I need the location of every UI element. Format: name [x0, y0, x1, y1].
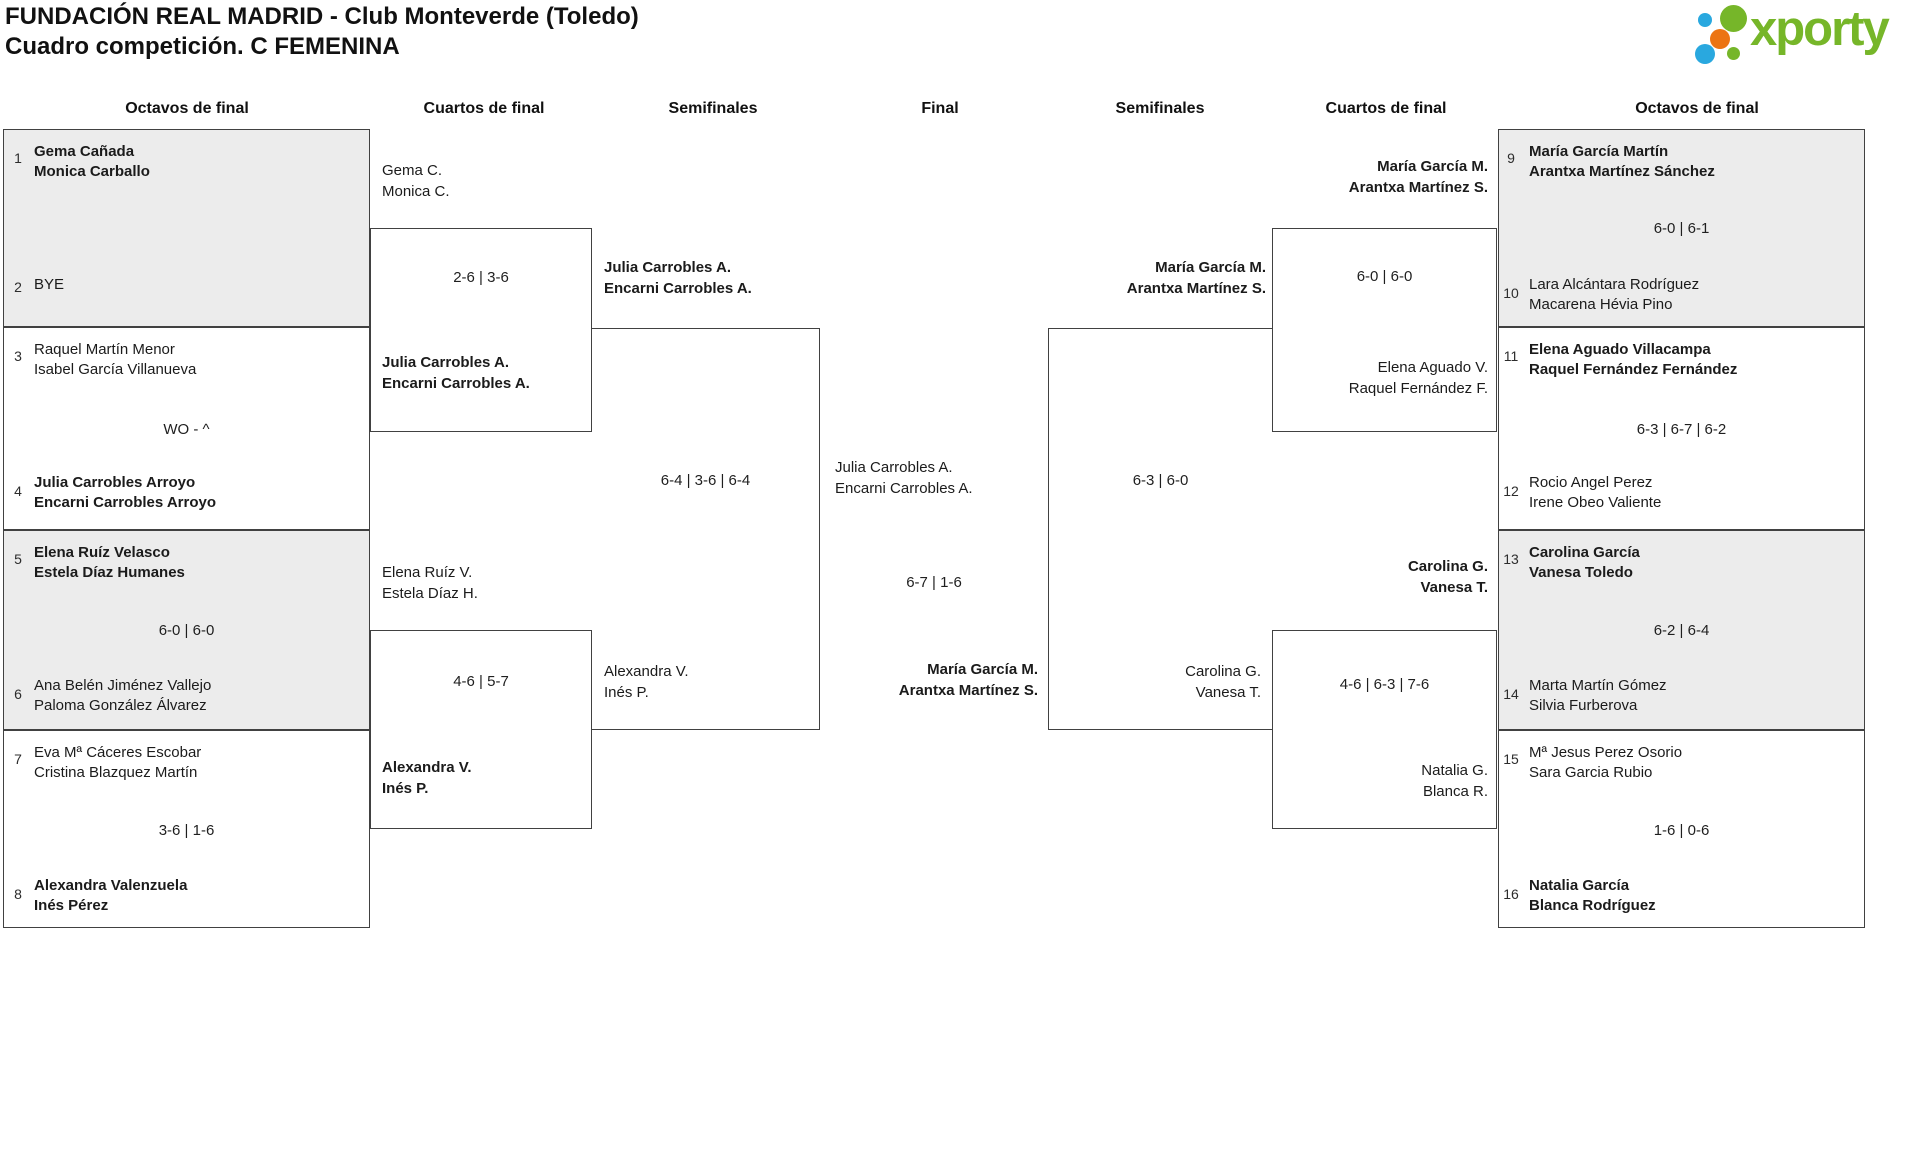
r16-match-6-box: 11 Elena Aguado Villacampa Raquel Fernán… — [1498, 327, 1865, 530]
team-names: Alexandra Valenzuela Inés Pérez — [34, 877, 188, 914]
sf-score: 6-4 | 3-6 | 6-4 — [660, 472, 751, 489]
round-header-final: Final — [921, 100, 959, 117]
match-score: 1-6 | 0-6 — [1653, 822, 1710, 839]
sf-entry: Carolina G. Vanesa T. — [1185, 663, 1261, 701]
qf-score: 2-6 | 3-6 — [453, 269, 509, 286]
logo-dot-green-small — [1727, 47, 1740, 60]
qf-entry: Natalia G. Blanca R. — [1421, 762, 1488, 800]
r16-match-1-box: 1 Gema Cañada Monica Carballo 2 BYE — [3, 129, 370, 327]
match-score: 3-6 | 1-6 — [158, 822, 215, 839]
page-title: FUNDACIÓN REAL MADRID - Club Monteverde … — [5, 2, 639, 62]
page-title-line2: Cuadro competición. C FEMENINA — [5, 33, 400, 60]
team-names: Natalia García Blanca Rodríguez — [1529, 877, 1656, 914]
seed-number: 8 — [14, 886, 22, 902]
sf-left-box — [591, 328, 820, 730]
qf-entry: Alexandra V. Inés P. — [382, 759, 472, 797]
final-score: 6-7 | 1-6 — [906, 574, 962, 591]
qf-entry: María García M. Arantxa Martínez S. — [1348, 158, 1488, 196]
seed-number: 10 — [1503, 285, 1519, 301]
match-score: 6-0 | 6-0 — [158, 622, 215, 639]
team-names: María García Martín Arantxa Martínez Sán… — [1529, 143, 1715, 180]
team-names: Elena Ruíz Velasco Estela Díaz Humanes — [34, 544, 185, 581]
team-names: Julia Carrobles Arroyo Encarni Carrobles… — [34, 474, 216, 511]
team-names: Raquel Martín Menor Isabel García Villan… — [34, 341, 197, 378]
seed-number: 16 — [1503, 886, 1519, 902]
seed-number: 14 — [1503, 686, 1519, 702]
match-score: 6-2 | 6-4 — [1653, 622, 1710, 639]
seed-number: 7 — [14, 751, 22, 767]
qf-left-1-box — [370, 228, 592, 432]
team-names: Mª Jesus Perez Osorio Sara Garcia Rubio — [1529, 744, 1683, 781]
round-header-octavos-left: Octavos de final — [125, 100, 249, 117]
team-names: Elena Aguado Villacampa Raquel Fernández… — [1529, 341, 1738, 378]
qf-entry: Gema C. Monica C. — [382, 162, 450, 200]
logo-dot-orange — [1710, 29, 1730, 49]
qf-right-2-box — [1272, 630, 1497, 829]
round-header-octavos-right: Octavos de final — [1635, 100, 1759, 117]
seed-number: 9 — [1507, 150, 1515, 166]
sf-right-box — [1048, 328, 1273, 730]
qf-left-2-box — [370, 630, 592, 829]
seed-number: 15 — [1503, 751, 1519, 767]
r16-match-8-box: 15 Mª Jesus Perez Osorio Sara Garcia Rub… — [1498, 730, 1865, 928]
seed-number: 2 — [14, 279, 22, 295]
qf-entry: Elena Aguado V. Raquel Fernández F. — [1348, 359, 1488, 397]
final-entry: Julia Carrobles A. Encarni Carrobles A. — [835, 459, 973, 497]
sf-entry: Julia Carrobles A. Encarni Carrobles A. — [604, 259, 752, 297]
team-names: Rocio Angel Perez Irene Obeo Valiente — [1529, 474, 1662, 511]
logo-dot-green-large — [1720, 5, 1747, 32]
qf-score: 6-0 | 6-0 — [1356, 268, 1413, 285]
seed-number: 12 — [1503, 483, 1519, 499]
final-entry-champion: María García M. Arantxa Martínez S. — [898, 661, 1038, 699]
logo-dot-blue-medium — [1695, 44, 1715, 64]
qf-right-1-box — [1272, 228, 1497, 432]
sf-score: 6-3 | 6-0 — [1132, 472, 1189, 489]
sf-entry: Alexandra V. Inés P. — [604, 663, 689, 701]
seed-number: 5 — [14, 551, 22, 567]
seed-number: 6 — [14, 686, 22, 702]
r16-match-2-box: 3 Raquel Martín Menor Isabel García Vill… — [3, 327, 370, 530]
sf-entry: María García M. Arantxa Martínez S. — [1126, 259, 1266, 297]
team-names: Lara Alcántara Rodríguez Macarena Hévia … — [1529, 276, 1700, 313]
match-score: WO - ^ — [163, 421, 210, 438]
qf-score: 4-6 | 5-7 — [453, 673, 509, 690]
match-score: 6-0 | 6-1 — [1653, 220, 1710, 237]
seed-number: 3 — [14, 348, 22, 364]
qf-score: 4-6 | 6-3 | 7-6 — [1339, 676, 1430, 693]
team-names: Marta Martín Gómez Silvia Furberova — [1529, 677, 1667, 714]
qf-entry: Carolina G. Vanesa T. — [1407, 558, 1488, 596]
seed-number: 4 — [14, 483, 22, 499]
seed-number: 11 — [1503, 348, 1519, 364]
logo-dot-blue-small — [1698, 13, 1712, 27]
round-header-semis-right: Semifinales — [1115, 100, 1205, 117]
r16-match-4-box: 7 Eva Mª Cáceres Escobar Cristina Blazqu… — [3, 730, 370, 928]
team-names: Gema Cañada Monica Carballo — [34, 143, 150, 180]
team-names: Eva Mª Cáceres Escobar Cristina Blazquez… — [34, 744, 202, 781]
team-names: Ana Belén Jiménez Vallejo Paloma Gonzále… — [34, 677, 212, 714]
match-score: 6-3 | 6-7 | 6-2 — [1636, 421, 1727, 438]
page-title-line1: FUNDACIÓN REAL MADRID - Club Monteverde … — [5, 3, 639, 30]
qf-entry: Elena Ruíz V. Estela Díaz H. — [382, 564, 478, 602]
round-header-semis-left: Semifinales — [668, 100, 758, 117]
round-header-cuartos-left: Cuartos de final — [423, 100, 545, 117]
r16-match-3-box: 5 Elena Ruíz Velasco Estela Díaz Humanes… — [3, 530, 370, 730]
team-names: Carolina García Vanesa Toledo — [1529, 544, 1640, 581]
seed-number: 13 — [1503, 551, 1519, 567]
qf-entry: Julia Carrobles A. Encarni Carrobles A. — [382, 354, 530, 392]
r16-match-5-box: 9 María García Martín Arantxa Martínez S… — [1498, 129, 1865, 327]
team-names: BYE — [34, 276, 65, 293]
round-header-cuartos-right: Cuartos de final — [1325, 100, 1447, 117]
r16-match-7-box: 13 Carolina García Vanesa Toledo 6-2 | 6… — [1498, 530, 1865, 730]
logo-wordmark: xporty — [1750, 2, 1890, 56]
seed-number: 1 — [14, 150, 22, 166]
